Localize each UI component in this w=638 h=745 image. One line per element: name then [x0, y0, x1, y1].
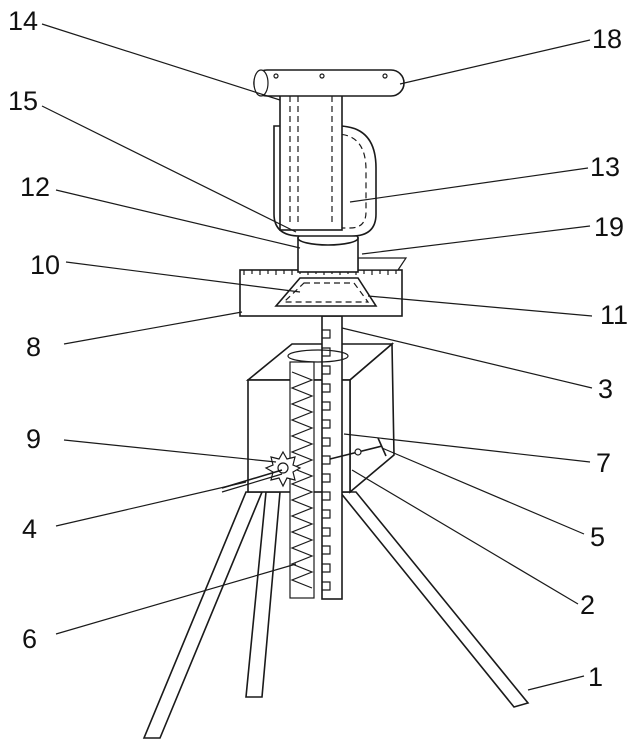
label-12: 12: [20, 172, 50, 202]
label-18: 18: [592, 24, 622, 54]
rotating-collar: [298, 231, 358, 272]
angle-pointer: [358, 258, 406, 270]
label-7: 7: [596, 448, 611, 478]
vertical-post: [280, 92, 342, 230]
label-8: 8: [26, 332, 41, 362]
label-19: 19: [594, 212, 624, 242]
label-15: 15: [8, 86, 38, 116]
tripod-leg-left: [144, 492, 262, 738]
label-3: 3: [598, 374, 613, 404]
label-4: 4: [22, 514, 37, 544]
label-5: 5: [590, 522, 605, 552]
label-11: 11: [600, 300, 628, 330]
tripod-leg-middle: [246, 492, 280, 697]
label-14: 14: [8, 6, 38, 36]
label-1: 1: [588, 662, 603, 692]
tripod-leg-right: [340, 492, 528, 707]
label-13: 13: [590, 152, 620, 182]
handle-bar: [254, 70, 404, 96]
label-2: 2: [580, 590, 595, 620]
label-9: 9: [26, 424, 41, 454]
label-10: 10: [30, 250, 60, 280]
label-6: 6: [22, 624, 37, 654]
